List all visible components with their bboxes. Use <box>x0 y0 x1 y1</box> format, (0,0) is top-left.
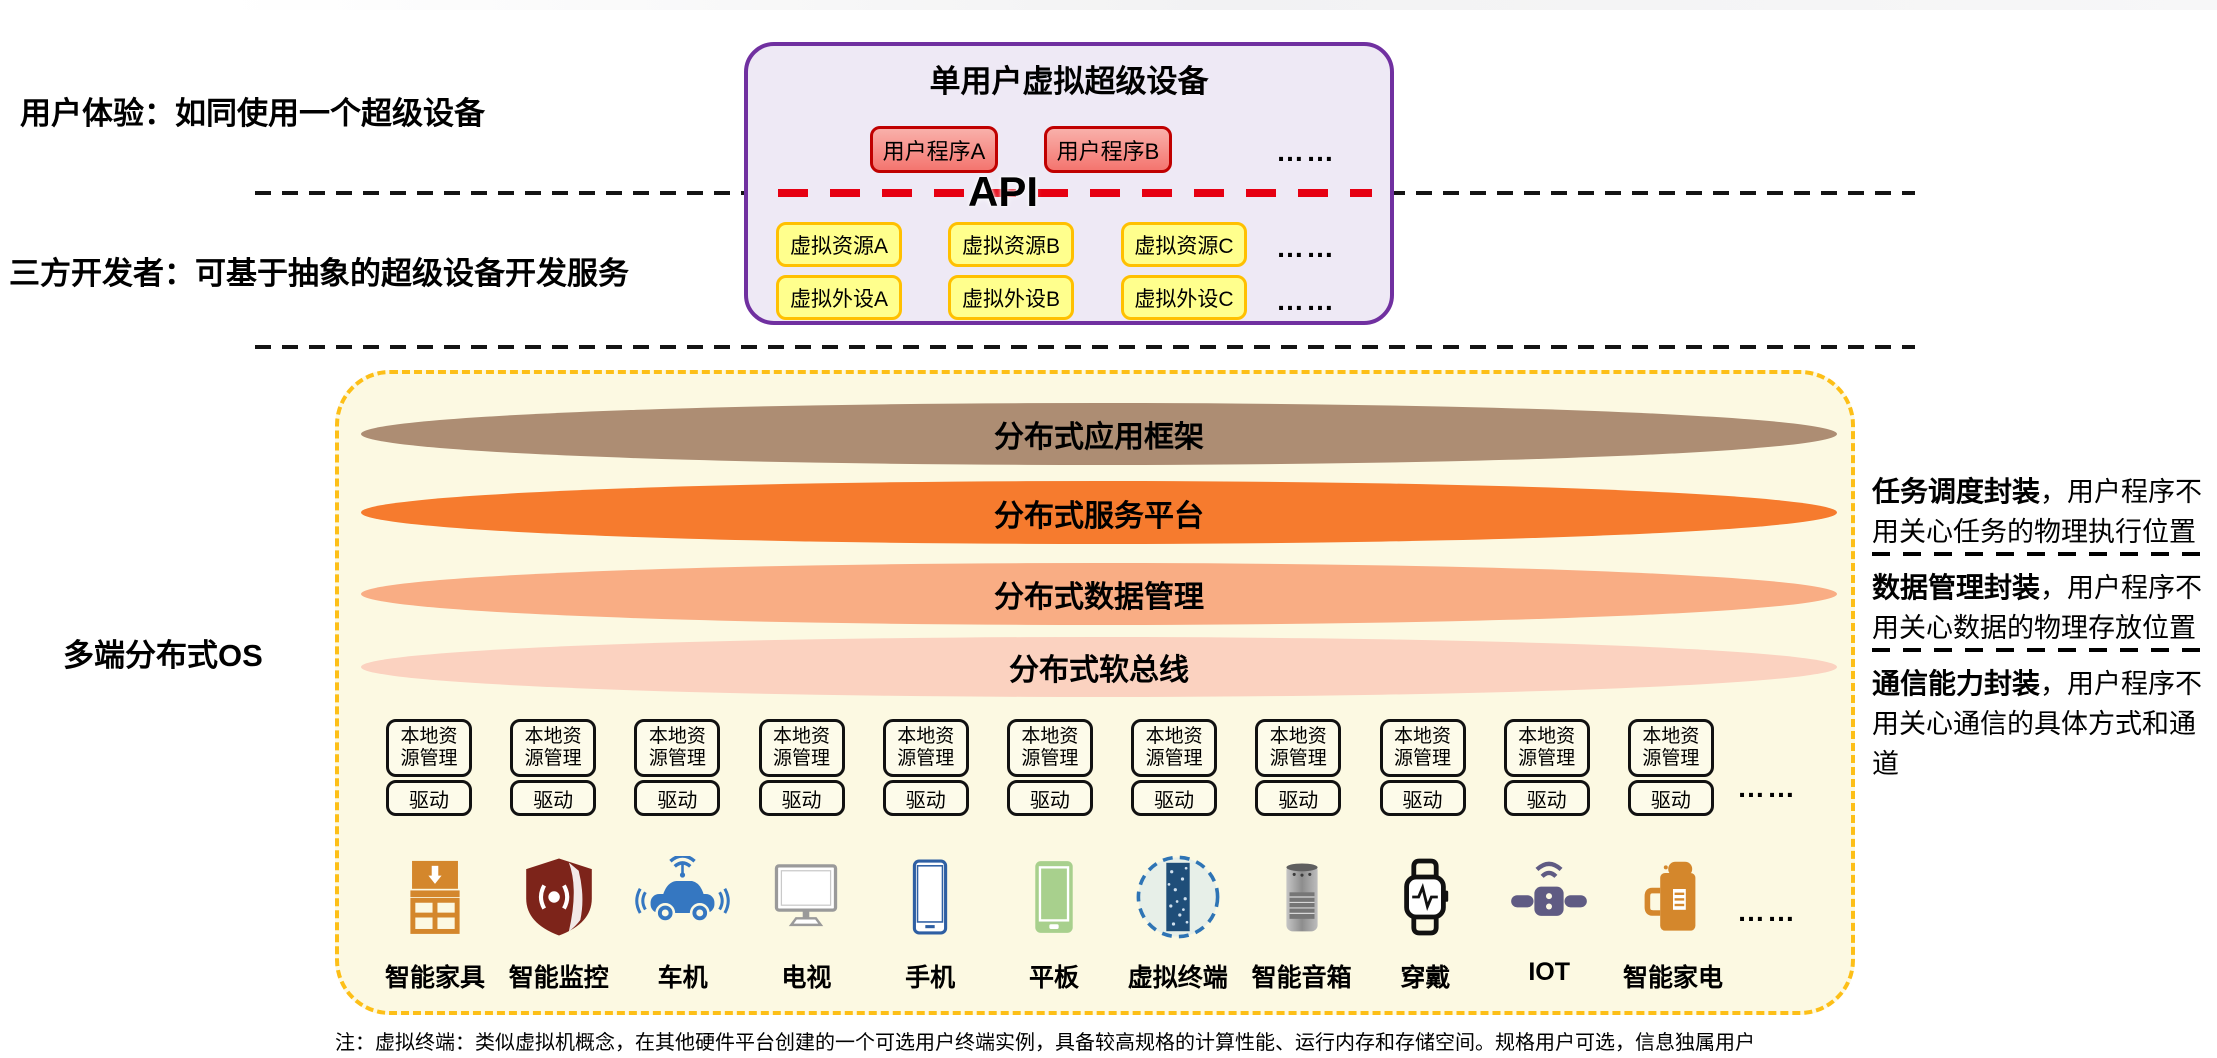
smart-appliance-icon <box>1625 849 1720 944</box>
local-resource-box: 本地资源管理 <box>758 719 845 777</box>
local-resource-box: 本地资源管理 <box>510 719 597 777</box>
local-resource-unit: 本地资源管理 驱动 <box>1006 719 1094 816</box>
api-red-dashes <box>778 189 1372 197</box>
virtual-peripheral-b-box: 虚拟外设B <box>948 275 1074 320</box>
local-resource-box: 本地资源管理 <box>1006 719 1093 777</box>
driver-box: 驱动 <box>1379 780 1466 816</box>
local-resource-box: 本地资源管理 <box>634 719 721 777</box>
user-app-b-box: 用户程序B <box>1044 126 1172 173</box>
local-resource-row: 本地资源管理 驱动 本地资源管理 驱动 本地资源管理 驱动 本地资源管理 驱动 … <box>385 719 1715 816</box>
local-resource-unit: 本地资源管理 驱动 <box>633 719 721 816</box>
layer-distributed-data-management: 分布式数据管理 <box>361 563 1837 625</box>
layer-distributed-app-framework: 分布式应用框架 <box>361 403 1837 465</box>
api-label: API <box>967 168 1038 215</box>
smart-watch-icon <box>1378 849 1473 944</box>
virtual-peripheral-c-box: 虚拟外设C <box>1121 275 1247 320</box>
device-item-tablet: 平板 <box>998 849 1110 994</box>
device-item-virtual-terminal: 虚拟终端 <box>1122 849 1234 994</box>
user-app-a-box: 用户程序A <box>870 126 998 173</box>
layer-distributed-service-platform: 分布式服务平台 <box>361 481 1837 544</box>
device-item-wearable: 穿戴 <box>1369 849 1481 994</box>
local-resource-box: 本地资源管理 <box>1255 719 1342 777</box>
local-resource-unit: 本地资源管理 驱动 <box>1503 719 1591 816</box>
tv-icon <box>759 849 854 944</box>
device-item-smart-speaker: 智能音箱 <box>1246 849 1358 994</box>
note-communication: 通信能力封装，用户程序不用关心通信的具体方式和通道 <box>1872 668 2203 779</box>
local-resource-unit: 本地资源管理 驱动 <box>509 719 597 816</box>
distributed-os-panel: 分布式应用框架 分布式服务平台 分布式数据管理 分布式软总线 本地资源管理 驱动… <box>335 370 1855 1015</box>
driver-box: 驱动 <box>634 780 721 816</box>
device-item-iot: IOT <box>1493 849 1605 994</box>
virtual-resource-c-box: 虚拟资源C <box>1121 222 1247 267</box>
local-resource-box: 本地资源管理 <box>1379 719 1466 777</box>
driver-box: 驱动 <box>510 780 597 816</box>
device-item-smart-surveillance: 智能监控 <box>503 849 615 994</box>
driver-box: 驱动 <box>1627 780 1714 816</box>
driver-box: 驱动 <box>1503 780 1590 816</box>
smart-speaker-icon <box>1254 849 1349 944</box>
developers-label: 三方开发者：可基于抽象的超级设备开发服务 <box>9 256 629 291</box>
tablet-icon <box>1006 849 1101 944</box>
local-resource-unit: 本地资源管理 驱动 <box>385 719 473 816</box>
virtual-resource-b-box: 虚拟资源B <box>948 222 1074 267</box>
device-item-smart-appliance: 智能家电 <box>1617 849 1729 994</box>
note-task-scheduling: 任务调度封装，用户程序不用关心任务的物理执行位置 <box>1872 476 2203 547</box>
virtual-peripherals-ellipsis: …… <box>1276 285 1336 316</box>
connected-car-icon <box>635 849 730 944</box>
driver-box: 驱动 <box>1006 780 1093 816</box>
iot-hub-icon <box>1502 849 1597 944</box>
virtual-resources-ellipsis: …… <box>1276 232 1336 263</box>
local-resource-box: 本地资源管理 <box>1627 719 1714 777</box>
local-resource-ellipsis: …… <box>1737 772 1797 803</box>
driver-box: 驱动 <box>882 780 969 816</box>
local-resource-unit: 本地资源管理 驱动 <box>1379 719 1467 816</box>
note-divider <box>1872 552 2210 556</box>
virtual-peripheral-a-box: 虚拟外设A <box>776 275 902 320</box>
layer-distributed-soft-bus: 分布式软总线 <box>361 637 1837 697</box>
smart-furniture-icon <box>388 849 483 944</box>
apps-ellipsis: …… <box>1276 136 1336 167</box>
device-item-car: 车机 <box>627 849 739 994</box>
local-resource-unit: 本地资源管理 驱动 <box>758 719 846 816</box>
driver-box: 驱动 <box>386 780 472 816</box>
driver-box: 驱动 <box>1255 780 1342 816</box>
device-row: 智能家具 智能监控 <box>379 849 1729 994</box>
local-resource-box: 本地资源管理 <box>1503 719 1590 777</box>
phone-icon <box>883 849 978 944</box>
local-resource-unit: 本地资源管理 驱动 <box>1254 719 1342 816</box>
driver-box: 驱动 <box>758 780 845 816</box>
local-resource-box: 本地资源管理 <box>1131 719 1218 777</box>
user-experience-label: 用户体验：如同使用一个超级设备 <box>20 96 485 131</box>
footnote: 注：虚拟终端：类似虚拟机概念，在其他硬件平台创建的一个可选用户终端实例，具备较高… <box>335 1032 1755 1054</box>
note-data-management: 数据管理封装，用户程序不用关心数据的物理存放位置 <box>1872 572 2203 643</box>
local-resource-unit: 本地资源管理 驱动 <box>1130 719 1218 816</box>
top-edge-strip <box>0 0 2217 10</box>
local-resource-box: 本地资源管理 <box>882 719 969 777</box>
shield-signal-icon <box>511 849 606 944</box>
note-divider <box>1872 648 2210 652</box>
virtual-terminal-cloud-icon <box>1130 849 1225 944</box>
super-device-panel: 单用户虚拟超级设备 用户程序A 用户程序B …… 虚拟资源A 虚拟资源B 虚拟资… <box>744 42 1394 325</box>
device-item-smart-furniture: 智能家具 <box>379 849 491 994</box>
device-ellipsis: …… <box>1737 896 1797 927</box>
device-item-tv: 电视 <box>750 849 862 994</box>
multi-device-os-label: 多端分布式OS <box>63 638 263 673</box>
local-resource-unit: 本地资源管理 驱动 <box>1627 719 1715 816</box>
local-resource-unit: 本地资源管理 驱动 <box>882 719 970 816</box>
super-device-title: 单用户虚拟超级设备 <box>929 64 1209 99</box>
device-item-phone: 手机 <box>874 849 986 994</box>
section-dashed-line <box>255 345 1915 349</box>
local-resource-box: 本地资源管理 <box>386 719 472 777</box>
virtual-resource-a-box: 虚拟资源A <box>776 222 902 267</box>
driver-box: 驱动 <box>1131 780 1218 816</box>
